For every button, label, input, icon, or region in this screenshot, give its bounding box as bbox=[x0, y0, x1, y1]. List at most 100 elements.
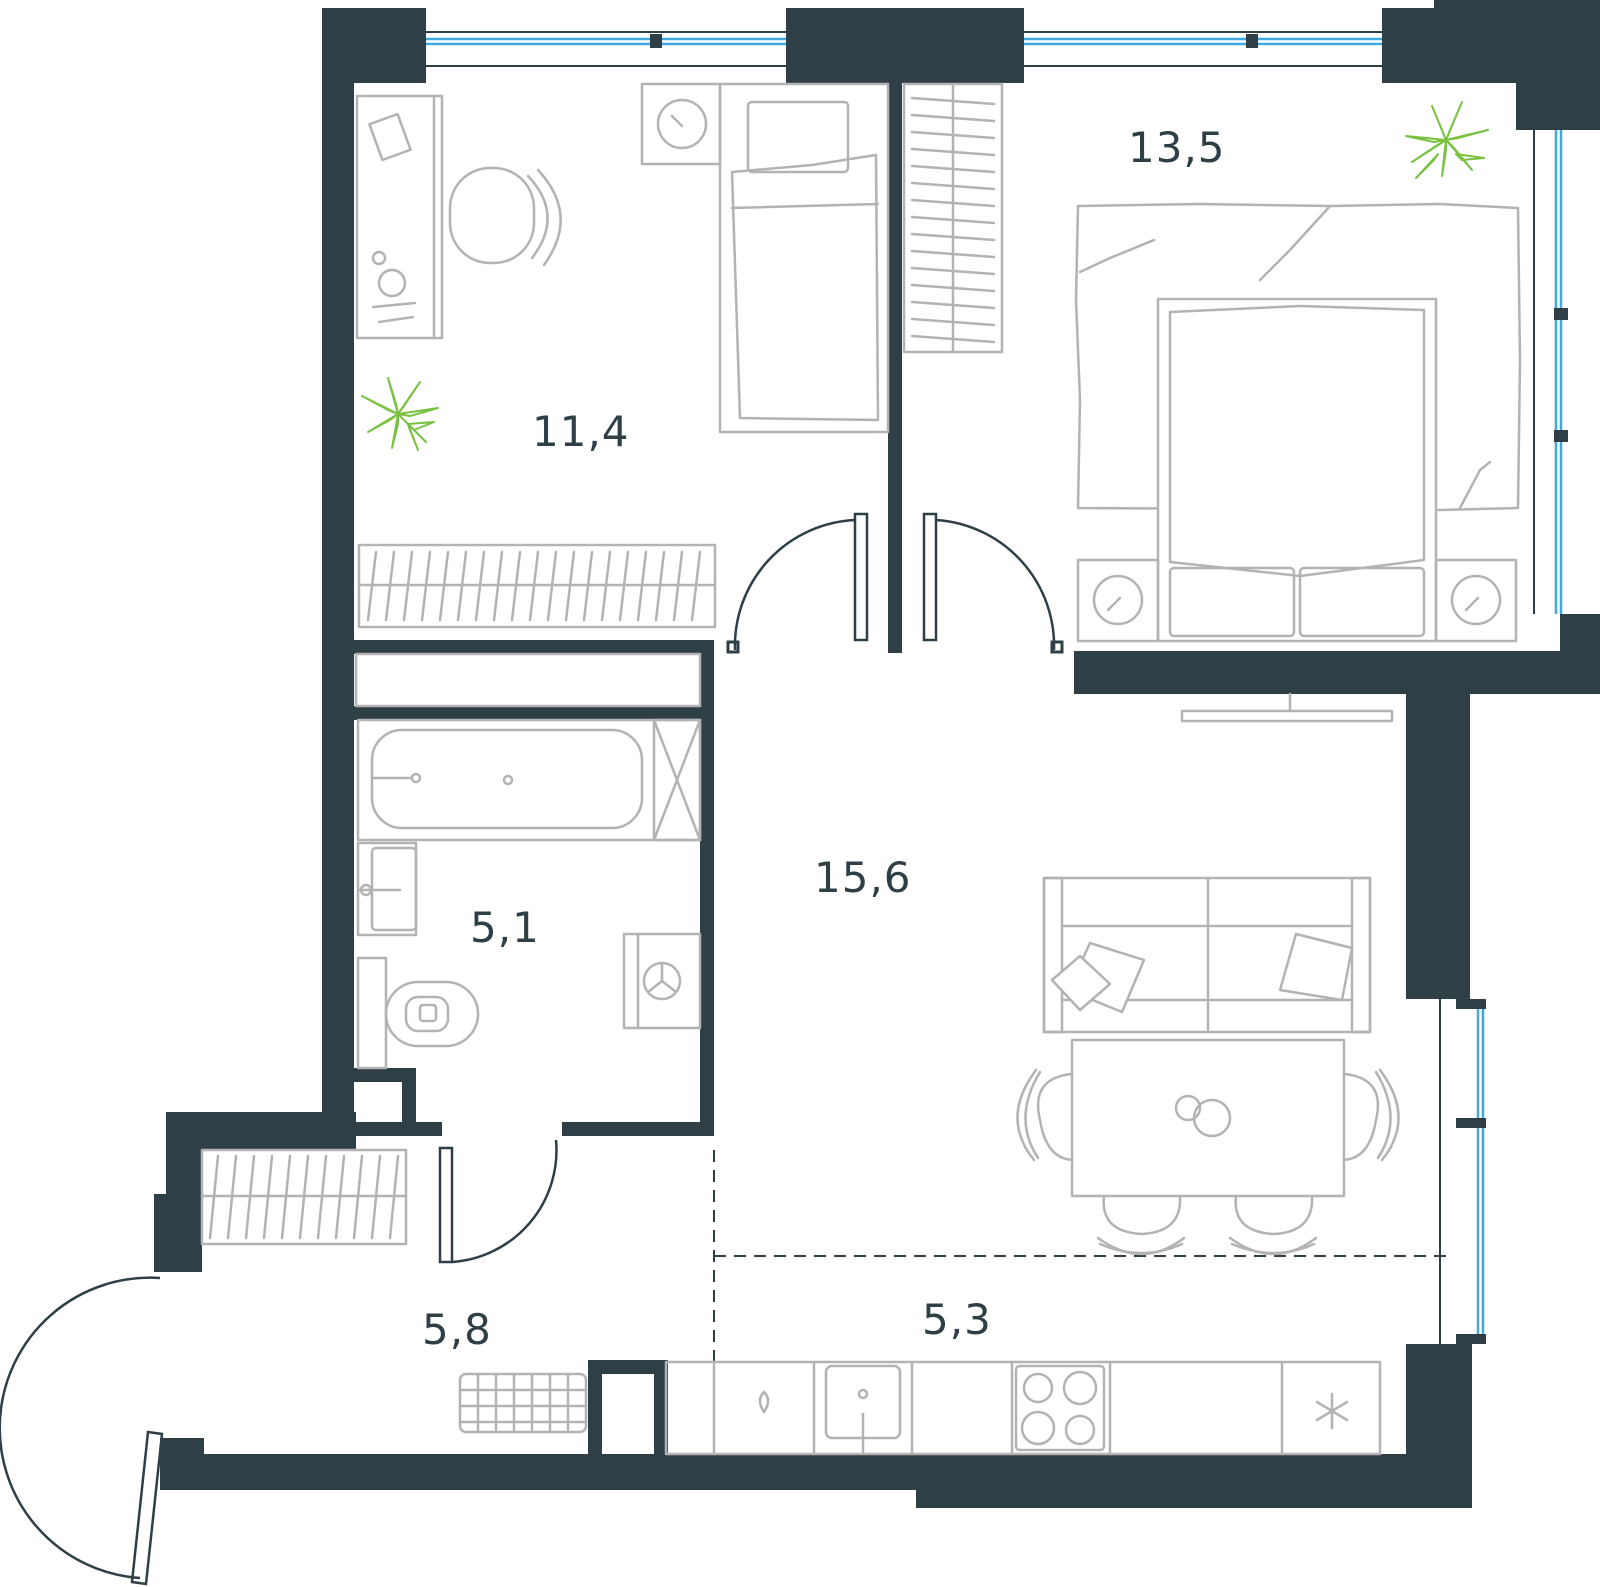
toilet-tank bbox=[356, 956, 388, 1070]
hanger bbox=[910, 113, 996, 123]
hanger bbox=[690, 550, 702, 622]
kitchen-counter bbox=[664, 1360, 1382, 1456]
wall-bedroom-partition bbox=[888, 83, 902, 653]
wall-top-middle-block bbox=[786, 8, 1024, 83]
radiator-grid bbox=[458, 1372, 588, 1434]
pillow bbox=[1298, 566, 1426, 638]
rug-crease bbox=[1258, 204, 1332, 282]
office-chair bbox=[448, 166, 536, 265]
doors bbox=[0, 512, 1064, 1586]
hanger bbox=[564, 550, 576, 622]
duvet bbox=[1168, 304, 1426, 578]
bed bbox=[718, 82, 890, 434]
nightstand-left bbox=[1076, 558, 1160, 643]
wall-bedroom-bottom bbox=[1074, 651, 1600, 694]
hanger bbox=[474, 550, 486, 622]
blanket bbox=[730, 153, 880, 422]
chair-right-back bbox=[1378, 1068, 1400, 1162]
windows bbox=[426, 31, 1568, 1344]
chair-right bbox=[1342, 1072, 1380, 1162]
chair-bottom-left-back bbox=[1096, 1236, 1186, 1256]
sofa-arm-right bbox=[1350, 876, 1372, 1034]
wardrobe-hangers bbox=[366, 550, 702, 622]
office-chair-back bbox=[526, 174, 549, 260]
hanger bbox=[636, 550, 648, 622]
hanger bbox=[910, 300, 996, 310]
wall-left bbox=[322, 8, 354, 1120]
water-filter-icon bbox=[758, 1390, 770, 1414]
cushion bbox=[1050, 954, 1112, 1012]
room-area-hallway: 5,8 bbox=[422, 1305, 492, 1354]
room-area-living-room: 15,6 bbox=[814, 853, 912, 902]
shower-panel bbox=[652, 718, 702, 842]
storage-niche bbox=[354, 652, 702, 708]
lamp bbox=[1092, 574, 1144, 626]
bathtub-drain bbox=[502, 774, 514, 786]
toilet-seat bbox=[404, 995, 450, 1033]
toilet-bowl bbox=[384, 980, 480, 1048]
hanger bbox=[370, 1154, 382, 1240]
chair-right-back bbox=[1374, 1070, 1392, 1160]
wall-bathroom-right bbox=[700, 654, 714, 1136]
hanger bbox=[388, 1154, 400, 1240]
chair-bottom-right-back bbox=[1230, 1242, 1316, 1255]
drum-detail bbox=[660, 979, 678, 994]
hanger bbox=[910, 130, 996, 140]
hanger bbox=[910, 198, 996, 208]
burner bbox=[1064, 1414, 1096, 1446]
hanger bbox=[654, 550, 666, 622]
rug-crease bbox=[1078, 238, 1156, 274]
door-leaf bbox=[922, 512, 938, 642]
hanger bbox=[910, 266, 996, 276]
window-mullion bbox=[1456, 999, 1486, 1009]
nightstand-right bbox=[1434, 558, 1518, 643]
rug-crease bbox=[1458, 460, 1492, 510]
pencil bbox=[377, 315, 415, 324]
window-mullion bbox=[1554, 430, 1568, 442]
wall-right-top bbox=[1516, 0, 1600, 130]
wall-hallway-left-jamb bbox=[154, 1194, 172, 1272]
wall-kitchen-shaft-right bbox=[654, 1360, 668, 1460]
bathtub-tap-head bbox=[410, 772, 422, 784]
door-swing bbox=[733, 518, 856, 651]
wall-right-bottom bbox=[1406, 1344, 1472, 1508]
hanger bbox=[420, 550, 432, 622]
wall-shaft-bottom bbox=[354, 1122, 442, 1136]
cooktop bbox=[1014, 1364, 1106, 1452]
hanger bbox=[582, 550, 594, 622]
cushion bbox=[1278, 932, 1354, 1002]
window-mullion bbox=[1456, 1334, 1486, 1344]
large-bedroom-furniture bbox=[902, 82, 1522, 723]
room-area-bedroom-small: 11,4 bbox=[532, 407, 630, 456]
hanger bbox=[262, 1154, 274, 1240]
blanket-fold bbox=[730, 202, 880, 210]
bathtub-frame bbox=[356, 718, 702, 842]
hanger bbox=[334, 1154, 346, 1240]
chair-bottom-left bbox=[1102, 1194, 1182, 1236]
desk bbox=[355, 94, 444, 340]
hanger bbox=[600, 550, 612, 622]
hanger bbox=[352, 1154, 364, 1240]
double-bed bbox=[1156, 297, 1438, 643]
wall-bottom-right bbox=[916, 1454, 1472, 1508]
hanger bbox=[910, 181, 996, 191]
hanger bbox=[438, 550, 450, 622]
chair-bottom-right bbox=[1234, 1194, 1314, 1236]
sink-drain bbox=[857, 1388, 869, 1400]
chair-bottom-right-back bbox=[1228, 1236, 1318, 1256]
hanger bbox=[910, 232, 996, 242]
window-mullion bbox=[1246, 34, 1258, 48]
wall-shaft-top bbox=[354, 1068, 416, 1082]
hanger bbox=[910, 249, 996, 259]
hanger bbox=[316, 1154, 328, 1240]
hallway-furniture bbox=[200, 1148, 588, 1434]
office-chair-back bbox=[536, 168, 562, 267]
burner bbox=[1020, 1410, 1056, 1446]
hanger bbox=[672, 550, 684, 622]
hanger bbox=[528, 550, 540, 622]
door-jamb bbox=[726, 640, 740, 654]
chair-left bbox=[1036, 1072, 1074, 1162]
door-jamb bbox=[1050, 640, 1064, 654]
window-mullion bbox=[1456, 1118, 1486, 1128]
wardrobe-hangers bbox=[910, 96, 996, 344]
